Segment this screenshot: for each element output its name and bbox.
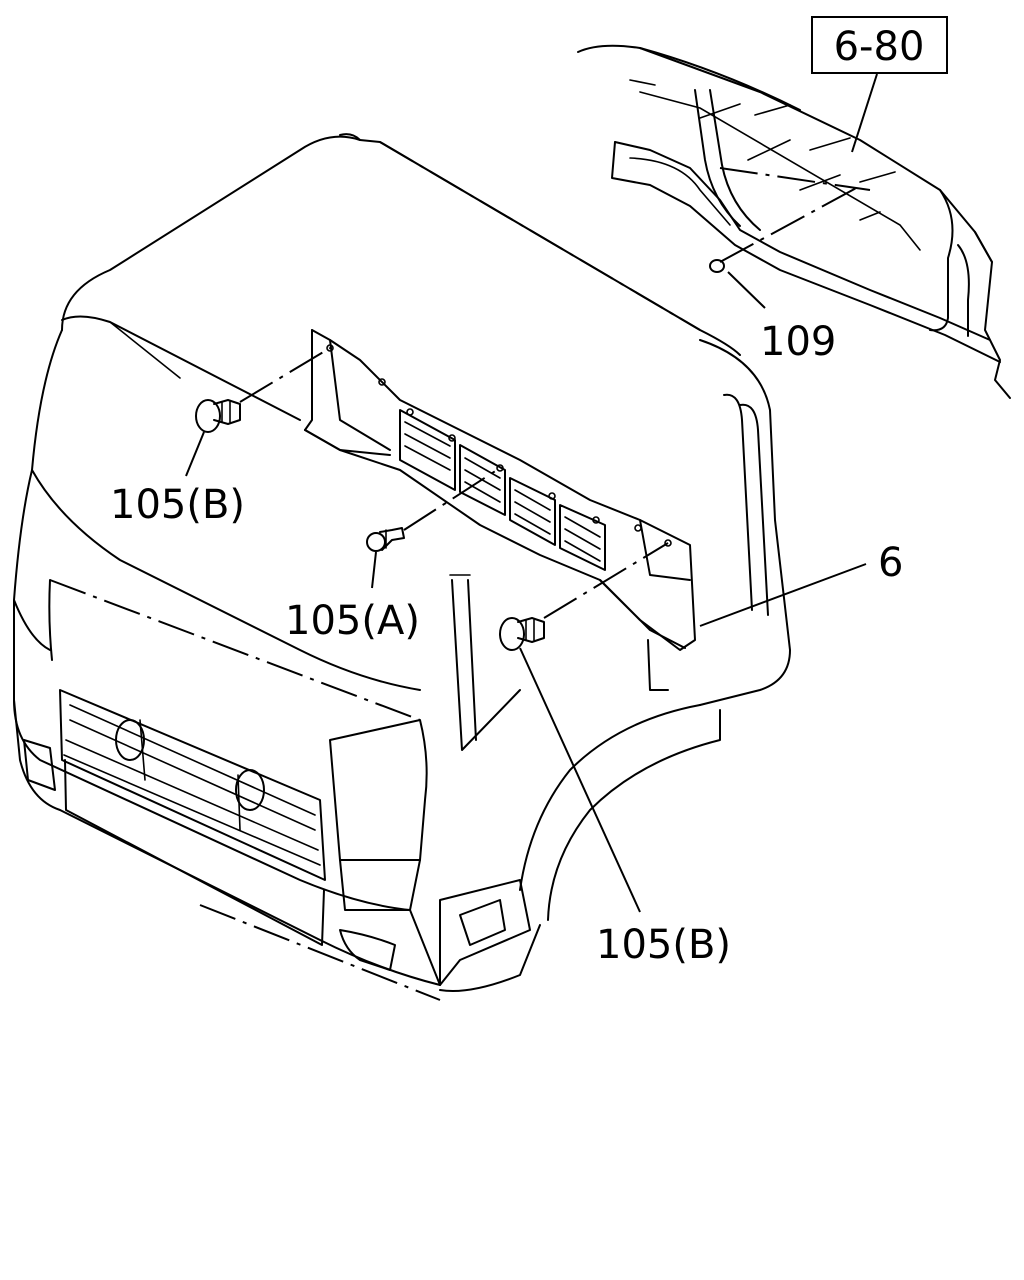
vent-panel-6 [304, 329, 696, 651]
ref-box-label: 6-80 [834, 24, 925, 70]
label-105b-lower: 105(B) [596, 922, 731, 968]
rear-panel-detail [577, 44, 1011, 399]
cab-body [13, 133, 791, 1001]
label-105a: 105(A) [285, 598, 420, 644]
clip-105b-upper [195, 399, 241, 433]
label-109: 109 [760, 319, 836, 365]
leader-lines [185, 73, 878, 913]
ref-box-6-80: 6-80 [811, 16, 948, 74]
clip-105a [366, 527, 405, 552]
label-6: 6 [878, 540, 903, 586]
label-105b-upper: 105(B) [110, 482, 245, 528]
clip-105b-lower [499, 617, 545, 651]
